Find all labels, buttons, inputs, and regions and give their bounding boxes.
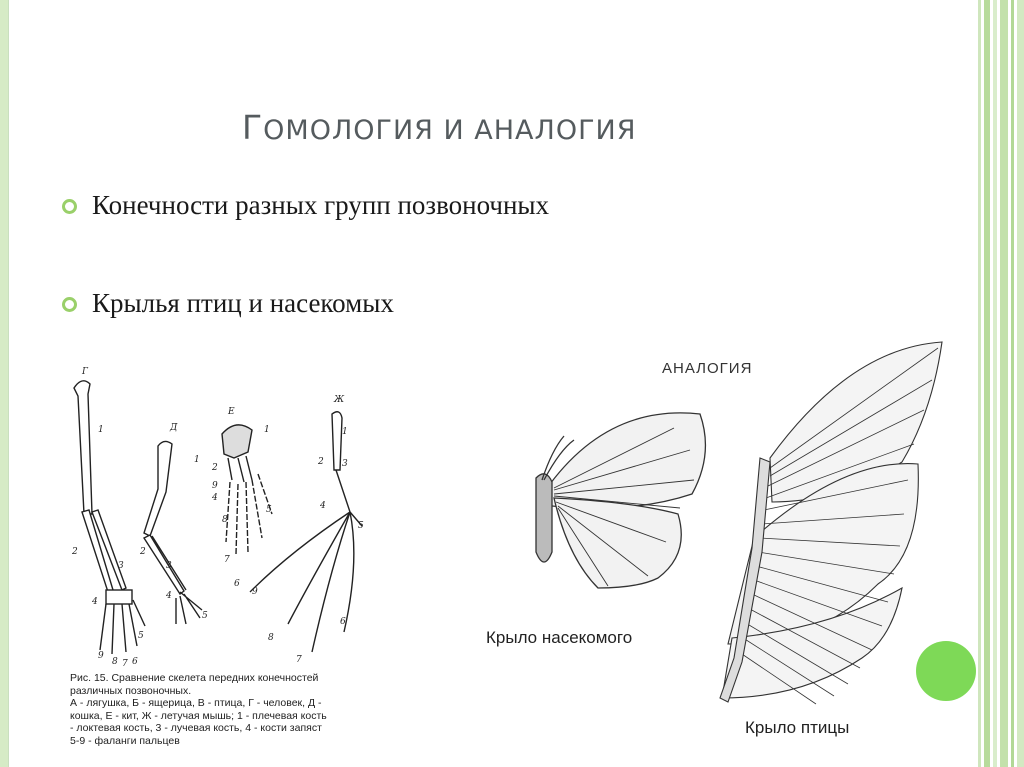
analogy-wings-figure: АНАЛОГИЯ Крыло насекомого Крыло птицы	[470, 338, 950, 750]
slide-area	[8, 0, 980, 767]
svg-text:3: 3	[166, 561, 172, 571]
left-frame-border	[0, 0, 8, 767]
humerus-bone	[331, 411, 343, 471]
bird-wing-label: Крыло птицы	[745, 718, 850, 737]
caption-line: - локтевая кость, 3 - лучевая кость, 4 -…	[70, 722, 322, 734]
svg-text:9: 9	[252, 587, 258, 597]
svg-text:2: 2	[71, 547, 78, 557]
humerus-bone	[143, 440, 173, 537]
insect-wing-drawing	[535, 412, 707, 589]
figure-caption: Рис. 15. Сравнение скелета передних коне…	[70, 672, 370, 747]
svg-text:4: 4	[319, 501, 326, 511]
scapula-bone	[221, 424, 253, 459]
svg-text:2: 2	[317, 457, 324, 467]
wing-finger-bones	[249, 511, 363, 653]
title-rest: ОМОЛОГИЯ И АНАЛОГИЯ	[263, 115, 637, 146]
insect-wing-label: Крыло насекомого	[486, 628, 633, 647]
radius-bone	[91, 509, 127, 591]
svg-text:6: 6	[132, 657, 138, 667]
decorative-green-circle	[916, 641, 976, 701]
caption-line: А - лягушка, Б - ящерица, В - птица, Г -…	[70, 697, 322, 709]
limb-letter: Е	[227, 407, 235, 417]
svg-text:4: 4	[165, 591, 172, 601]
svg-text:5: 5	[358, 521, 364, 531]
svg-text:7: 7	[122, 659, 128, 669]
feather-shafts	[735, 347, 939, 705]
svg-text:4: 4	[91, 597, 98, 607]
stripe	[993, 0, 997, 767]
bullet-text: Крылья птиц и насекомых	[92, 288, 394, 318]
stripe	[1017, 0, 1024, 767]
svg-text:6: 6	[234, 579, 240, 589]
svg-text:2: 2	[211, 463, 218, 473]
svg-text:9: 9	[98, 651, 104, 661]
svg-text:5: 5	[266, 505, 272, 515]
title-initial: Г	[242, 108, 264, 147]
antennae	[541, 435, 575, 481]
decorative-stripes	[978, 0, 1024, 767]
svg-text:4: 4	[211, 493, 218, 503]
wing-bones	[719, 457, 771, 703]
forewing	[549, 412, 707, 509]
analogy-heading: АНАЛОГИЯ	[662, 360, 753, 377]
caption-line: Рис. 15. Сравнение скелета передних коне…	[70, 672, 319, 684]
svg-text:1: 1	[264, 425, 270, 435]
svg-text:3: 3	[118, 561, 124, 571]
stripe	[984, 0, 990, 767]
svg-text:3: 3	[342, 459, 348, 469]
slide-title: ГОМОЛОГИЯ И АНАЛОГИЯ	[242, 108, 637, 147]
wing-veins	[553, 427, 695, 587]
caption-line: различных позвоночных.	[70, 684, 192, 697]
bird-wing-drawing	[719, 341, 943, 705]
hindwing	[553, 497, 682, 589]
svg-text:1: 1	[342, 427, 348, 437]
phalanges	[175, 591, 203, 625]
svg-text:5: 5	[138, 631, 144, 641]
phalanges	[99, 599, 146, 655]
caption-line: 5-9 - фаланги пальцев	[70, 734, 180, 747]
svg-text:1: 1	[98, 425, 104, 435]
forearm-bones	[227, 455, 253, 483]
svg-text:2: 2	[139, 547, 146, 557]
bullet-ring-icon	[62, 297, 77, 312]
svg-text:1: 1	[194, 455, 200, 465]
forearm-bones	[142, 534, 187, 596]
svg-text:8: 8	[222, 515, 228, 525]
bullet-ring-icon	[62, 199, 77, 214]
forearm-bone	[335, 469, 351, 513]
insect-body	[535, 473, 553, 563]
limb-letter: Ж	[333, 395, 345, 405]
bullet-text: Конечности разных групп позвоночных	[92, 190, 550, 220]
svg-text:8: 8	[268, 633, 274, 643]
carpal-bones	[105, 589, 133, 605]
stripe	[1011, 0, 1014, 767]
svg-text:6: 6	[340, 617, 346, 627]
limb-letter: Г	[81, 367, 89, 377]
svg-text:8: 8	[112, 657, 118, 667]
stripe	[1000, 0, 1008, 767]
phalanges	[225, 473, 273, 555]
svg-text:7: 7	[224, 555, 230, 565]
svg-text:9: 9	[212, 481, 218, 491]
svg-text:5: 5	[202, 611, 208, 621]
limb-letter: Д	[169, 423, 178, 433]
caption-line: кошка, Е - кит, Ж - летучая мышь; 1 - пл…	[70, 709, 327, 722]
svg-text:7: 7	[296, 655, 302, 665]
stripe	[978, 0, 981, 767]
humerus-bone	[73, 380, 93, 515]
wing-drawings	[535, 341, 943, 705]
